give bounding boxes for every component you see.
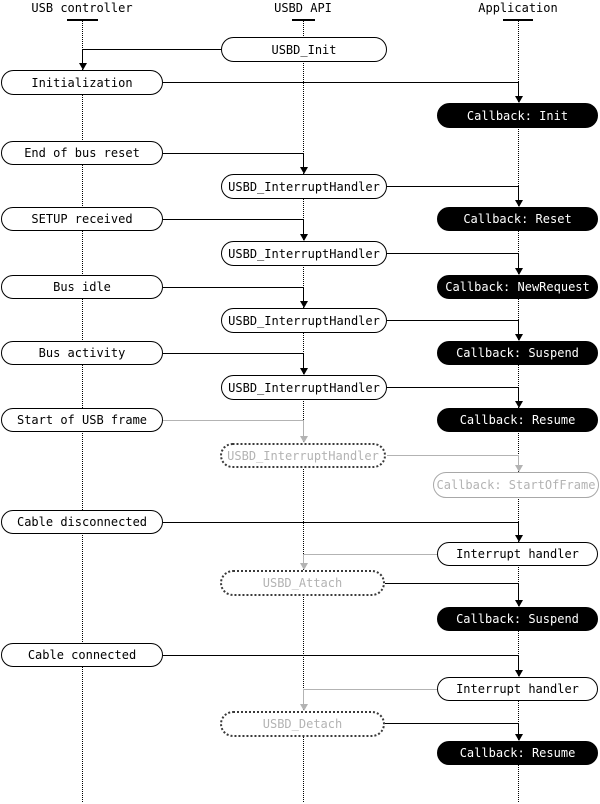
connector-interrupt-handler-connect-to-usbd-detach [303, 689, 437, 690]
connector-drop-usbd-attach [303, 554, 304, 564]
node-interrupt-handler-disconnect: Interrupt handler [437, 542, 598, 566]
connector-usbd-attach-to-callback-suspend-2 [385, 583, 518, 584]
connector-usbd-init-to-initialization [82, 49, 221, 50]
node-cable-connected: Cable connected [1, 643, 163, 667]
connector-cable-connected-to-interrupt-handler-connect [163, 655, 518, 656]
node-callback-suspend-2: Callback: Suspend [437, 607, 598, 631]
node-callback-init: Callback: Init [437, 103, 598, 128]
arrowhead-icon [514, 268, 523, 275]
connector-drop-interrupt-handler-resume [303, 353, 304, 369]
node-interrupt-handler-connect: Interrupt handler [437, 677, 598, 701]
node-callback-suspend: Callback: Suspend [437, 341, 598, 365]
node-callback-newrequest: Callback: NewRequest [437, 275, 598, 299]
node-cable-disconnected: Cable disconnected [1, 510, 163, 534]
node-usbd-init: USBD_Init [221, 37, 387, 62]
arrowhead-icon [299, 368, 308, 375]
node-end-of-bus-reset: End of bus reset [1, 141, 163, 165]
connector-cable-disconnected-to-interrupt-handler-disconnect [163, 522, 518, 523]
node-callback-reset: Callback: Reset [437, 207, 598, 231]
node-usbd-detach: USBD_Detach [220, 711, 385, 737]
node-interrupt-handler-newrequest: USBD_InterruptHandler [221, 241, 387, 266]
node-start-of-usb-frame: Start of USB frame [1, 408, 163, 432]
arrowhead-icon [299, 704, 308, 711]
arrowhead-icon [299, 436, 308, 443]
node-usbd-attach: USBD_Attach [220, 570, 385, 596]
connector-drop-callback-resume [518, 387, 519, 402]
node-bus-idle: Bus idle [1, 275, 163, 299]
connector-drop-callback-resume-2 [518, 723, 519, 735]
arrowhead-icon [514, 200, 523, 207]
arrowhead-icon [299, 234, 308, 241]
column-header-underline [291, 19, 315, 21]
connector-drop-interrupt-handler-connect [518, 655, 519, 671]
connector-drop-interrupt-handler-suspend [303, 287, 304, 302]
node-interrupt-handler-resume: USBD_InterruptHandler [221, 375, 387, 400]
connector-interrupt-handler-sof-to-callback-startofframe [387, 455, 518, 456]
arrowhead-icon [514, 465, 523, 472]
arrowhead-icon [78, 63, 87, 70]
arrowhead-icon [299, 563, 308, 570]
connector-drop-callback-newrequest [518, 253, 519, 269]
node-initialization: Initialization [1, 70, 163, 95]
connector-drop-interrupt-handler-newrequest [303, 219, 304, 235]
node-callback-resume-2: Callback: Resume [437, 741, 598, 765]
arrowhead-icon [514, 535, 523, 542]
connector-drop-callback-startofframe [518, 455, 519, 466]
connector-end-of-bus-reset-to-interrupt-handler-reset [163, 153, 303, 154]
connector-initialization-to-callback-init [163, 82, 518, 83]
node-interrupt-handler-suspend: USBD_InterruptHandler [221, 308, 387, 333]
node-callback-resume: Callback: Resume [437, 408, 598, 432]
connector-interrupt-handler-suspend-to-callback-suspend [387, 320, 518, 321]
connector-drop-usbd-detach [303, 689, 304, 705]
column-header-usb-controller: USB controller [31, 1, 133, 15]
connector-usbd-detach-to-callback-resume-2 [385, 723, 518, 724]
connector-bus-idle-to-interrupt-handler-suspend [163, 287, 303, 288]
node-interrupt-handler-sof: USBD_InterruptHandler [220, 443, 386, 468]
node-bus-activity: Bus activity [1, 341, 163, 365]
connector-setup-received-to-interrupt-handler-newrequest [163, 219, 303, 220]
arrowhead-icon [299, 167, 308, 174]
connector-bus-activity-to-interrupt-handler-resume [163, 353, 303, 354]
arrowhead-icon [299, 301, 308, 308]
connector-start-of-usb-frame-to-interrupt-handler-sof [163, 420, 303, 421]
arrowhead-icon [514, 670, 523, 677]
column-header-application: Application [478, 1, 558, 15]
connector-interrupt-handler-newrequest-to-callback-newrequest [387, 253, 518, 254]
node-interrupt-handler-reset: USBD_InterruptHandler [221, 174, 387, 199]
connector-drop-interrupt-handler-disconnect [518, 522, 519, 536]
node-setup-received: SETUP received [1, 207, 163, 231]
connector-interrupt-handler-reset-to-callback-reset [387, 186, 518, 187]
connector-interrupt-handler-resume-to-callback-resume [387, 387, 518, 388]
column-header-underline [66, 19, 98, 21]
arrowhead-icon [514, 600, 523, 607]
column-header-usbd-api: USBD API [274, 1, 332, 15]
connector-drop-initialization [82, 49, 83, 64]
arrowhead-icon [514, 401, 523, 408]
lifeline-usbd-api [303, 21, 304, 802]
arrowhead-icon [514, 96, 523, 103]
arrowhead-icon [514, 734, 523, 741]
connector-drop-interrupt-handler-sof [303, 420, 304, 437]
connector-drop-interrupt-handler-reset [303, 153, 304, 168]
connector-drop-callback-reset [518, 186, 519, 201]
connector-interrupt-handler-disconnect-to-usbd-attach [303, 554, 437, 555]
connector-drop-callback-init [518, 82, 519, 97]
connector-drop-callback-suspend-2 [518, 583, 519, 601]
arrowhead-icon [514, 334, 523, 341]
column-header-underline [503, 19, 533, 21]
connector-drop-callback-suspend [518, 320, 519, 335]
node-callback-startofframe: Callback: StartOfFrame [433, 472, 599, 498]
